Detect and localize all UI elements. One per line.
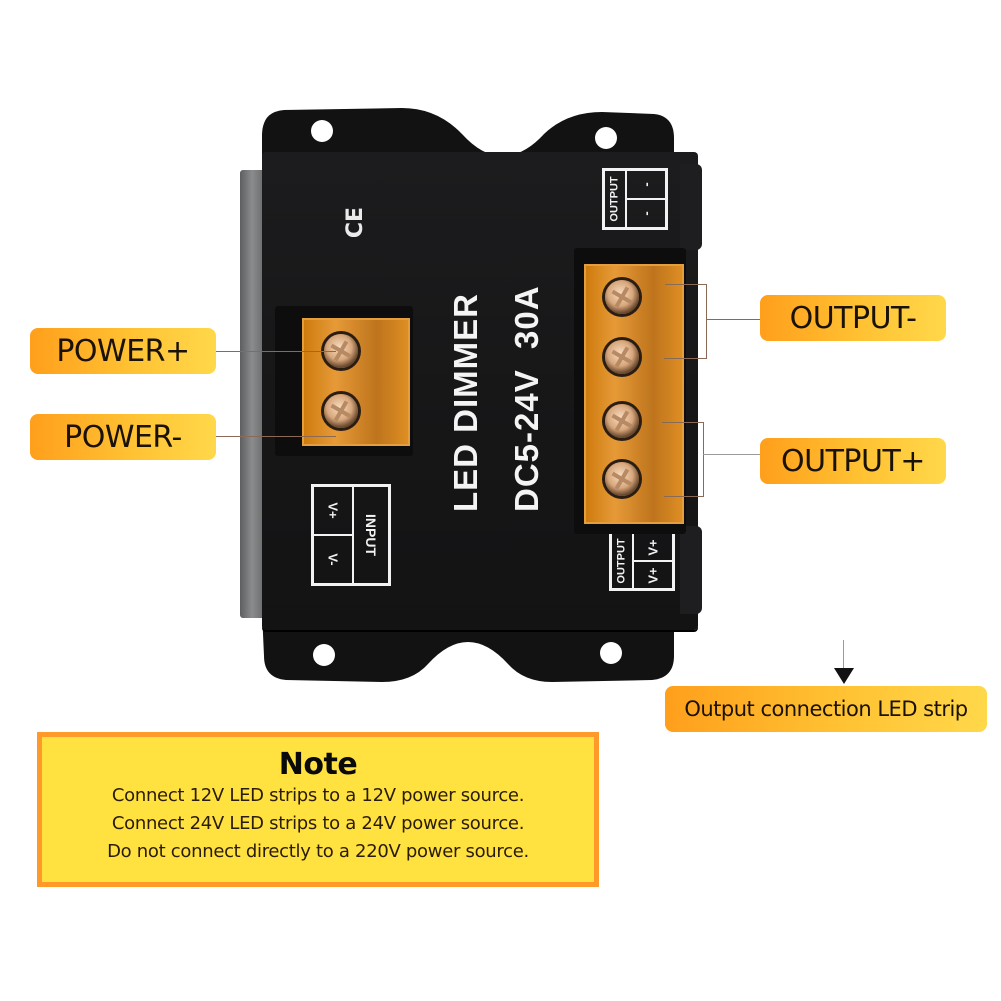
label-text: OUTPUT+ xyxy=(781,443,925,479)
device-right-lip xyxy=(680,526,702,614)
label-output-minus: OUTPUT- xyxy=(760,295,946,341)
product-spec: DC5-24V 30A xyxy=(508,285,545,512)
callout-bracket-output-plus xyxy=(662,422,703,423)
output-minus-panel: OUTPUT - - xyxy=(602,168,668,230)
ce-mark: CE xyxy=(343,206,369,239)
callout-line-output-minus xyxy=(706,319,761,320)
input-panel: V+ INPUT V- xyxy=(311,484,391,586)
panel-title: OUTPUT xyxy=(603,169,627,229)
input-terminal-cover xyxy=(302,318,410,446)
input-screw-minus[interactable] xyxy=(324,394,358,428)
label-text: Output connection LED strip xyxy=(684,697,968,721)
mounting-hole xyxy=(313,644,335,666)
callout-bracket-output-plus xyxy=(664,496,703,497)
output-screw-plus-1[interactable] xyxy=(605,404,639,438)
label-power-plus: POWER+ xyxy=(30,328,216,374)
device-right-lip xyxy=(680,164,702,250)
product-name: LED DIMMER xyxy=(447,293,484,512)
note-box: Note Connect 12V LED strips to a 12V pow… xyxy=(37,732,599,887)
terminal-label: - xyxy=(625,169,667,200)
panel-title: OUTPUT xyxy=(610,532,634,590)
callout-line-power-minus xyxy=(216,436,336,437)
callout-bracket-output-plus xyxy=(703,422,704,497)
note-line: Do not connect directly to a 220V power … xyxy=(107,841,529,862)
terminal-label: V- xyxy=(312,534,354,585)
output-plus-panel: OUTPUT V+ V+ xyxy=(609,531,675,591)
panel-title: INPUT xyxy=(352,485,390,585)
output-screw-minus-1[interactable] xyxy=(605,280,639,314)
note-title: Note xyxy=(278,747,358,782)
output-screw-minus-2[interactable] xyxy=(605,340,639,374)
callout-line-output-connection xyxy=(843,640,844,670)
device-side-edge xyxy=(240,170,264,618)
label-output-connection: Output connection LED strip xyxy=(665,686,987,732)
mounting-hole xyxy=(311,120,333,142)
mounting-hole xyxy=(600,642,622,664)
label-power-minus: POWER- xyxy=(30,414,216,460)
arrow-down-icon xyxy=(834,668,854,684)
label-text: POWER+ xyxy=(56,333,190,369)
terminal-label: - xyxy=(625,198,667,229)
terminal-label: V+ xyxy=(632,532,674,562)
output-screw-plus-2[interactable] xyxy=(605,462,639,496)
callout-bracket-output-minus xyxy=(706,284,707,359)
callout-line-output-plus xyxy=(703,454,761,455)
terminal-label: V+ xyxy=(312,485,354,536)
label-text: POWER- xyxy=(64,419,182,455)
label-output-plus: OUTPUT+ xyxy=(760,438,946,484)
label-text: OUTPUT- xyxy=(789,300,917,336)
callout-bracket-output-minus xyxy=(665,284,706,285)
note-line: Connect 12V LED strips to a 12V power so… xyxy=(111,785,525,806)
callout-line-power-plus xyxy=(216,351,336,352)
note-line: Connect 24V LED strips to a 24V power so… xyxy=(111,813,525,834)
terminal-label: V+ xyxy=(632,560,674,590)
mounting-hole xyxy=(595,127,617,149)
callout-bracket-output-minus xyxy=(664,358,706,359)
